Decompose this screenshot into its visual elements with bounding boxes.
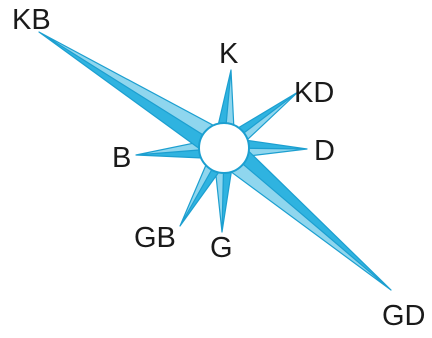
label-k: K	[219, 38, 239, 70]
ray-nw-light	[39, 32, 232, 148]
ray-se-outline	[213, 136, 392, 291]
ray-nw-dark	[39, 32, 224, 161]
ray-nw-outline	[38, 31, 233, 162]
ray-se-dark	[224, 136, 391, 290]
label-g: G	[210, 232, 233, 264]
compass-center-circle	[198, 122, 250, 174]
label-d: D	[314, 135, 335, 167]
label-gb: GB	[134, 222, 176, 254]
label-kd: KD	[294, 77, 334, 109]
label-b: B	[112, 142, 131, 174]
label-gd: GD	[382, 300, 426, 332]
label-kb: KB	[12, 4, 51, 36]
ray-se-light	[214, 148, 391, 290]
